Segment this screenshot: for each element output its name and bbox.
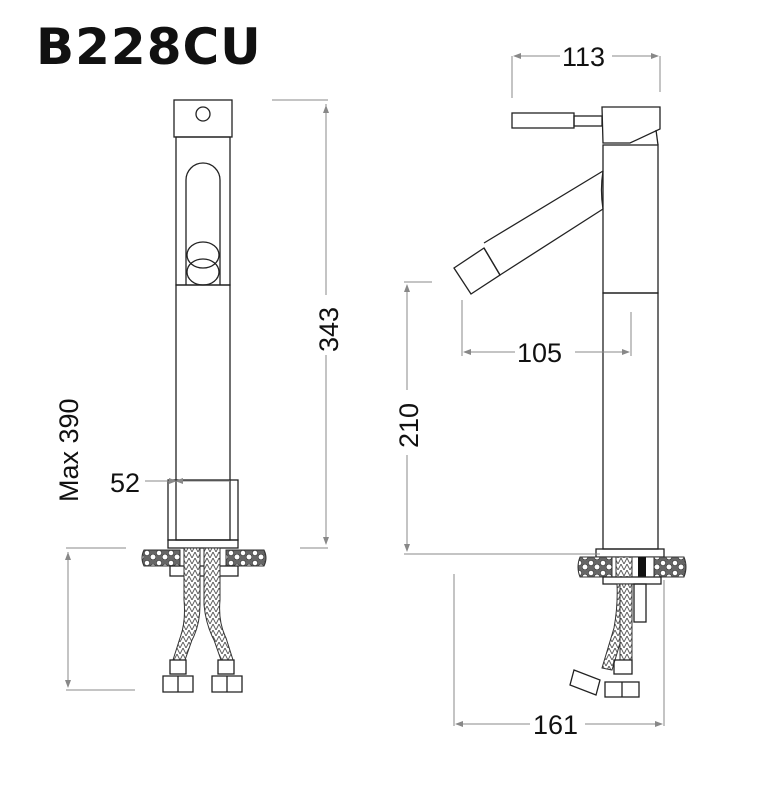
dim-total-depth-161: 161 [533,710,578,740]
dim-base-width-52: 52 [110,468,140,498]
side-view [404,53,687,727]
dim-handle-reach-113: 113 [562,42,605,72]
dim-height-343: 343 [314,307,344,352]
front-view [65,99,329,693]
dim-max-height-390: Max 390 [54,398,84,502]
dim-spout-reach-105: 105 [517,338,562,368]
model-title: B228CU [36,18,262,76]
dim-spout-height-210: 210 [394,403,424,448]
